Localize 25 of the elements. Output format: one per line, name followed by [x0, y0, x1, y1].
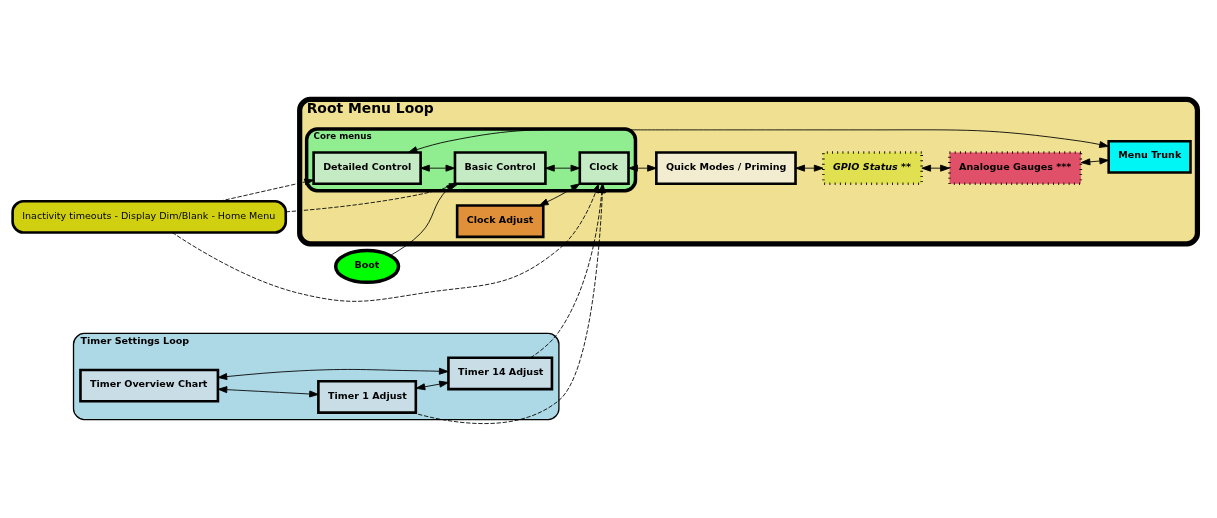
node-box: Clock Adjust — [455, 203, 545, 238]
node-ellipse: Boot — [333, 248, 401, 284]
arrow — [538, 182, 581, 206]
node-box: Timer Overview Chart — [79, 368, 220, 403]
node-box: Timer 1 Adjust — [317, 379, 418, 414]
arrow — [530, 183, 606, 358]
node-box: Analogue Gauges *** — [948, 150, 1083, 185]
node-box: Menu Trunk — [1107, 139, 1192, 174]
arrow — [1080, 157, 1109, 165]
node-box: Basic Control — [453, 150, 547, 185]
arrow — [217, 367, 449, 380]
arrow — [921, 164, 950, 172]
node-box: Quick Modes / Priming — [655, 150, 797, 185]
arrow — [628, 164, 657, 172]
arrow — [420, 164, 456, 172]
node-box: Clock — [578, 150, 630, 185]
arrow — [407, 128, 1109, 153]
node-box: GPIO Status ** — [822, 150, 923, 185]
node-box: Detailed Control — [312, 150, 422, 185]
arrow — [545, 164, 581, 172]
arrow — [217, 385, 319, 397]
arrow — [795, 164, 824, 172]
node-box: Timer 14 Adjust — [447, 356, 554, 390]
node-box: Inactivity timeouts - Display Dim/Blank - Home Menu — [11, 199, 288, 234]
arrow — [415, 380, 449, 390]
